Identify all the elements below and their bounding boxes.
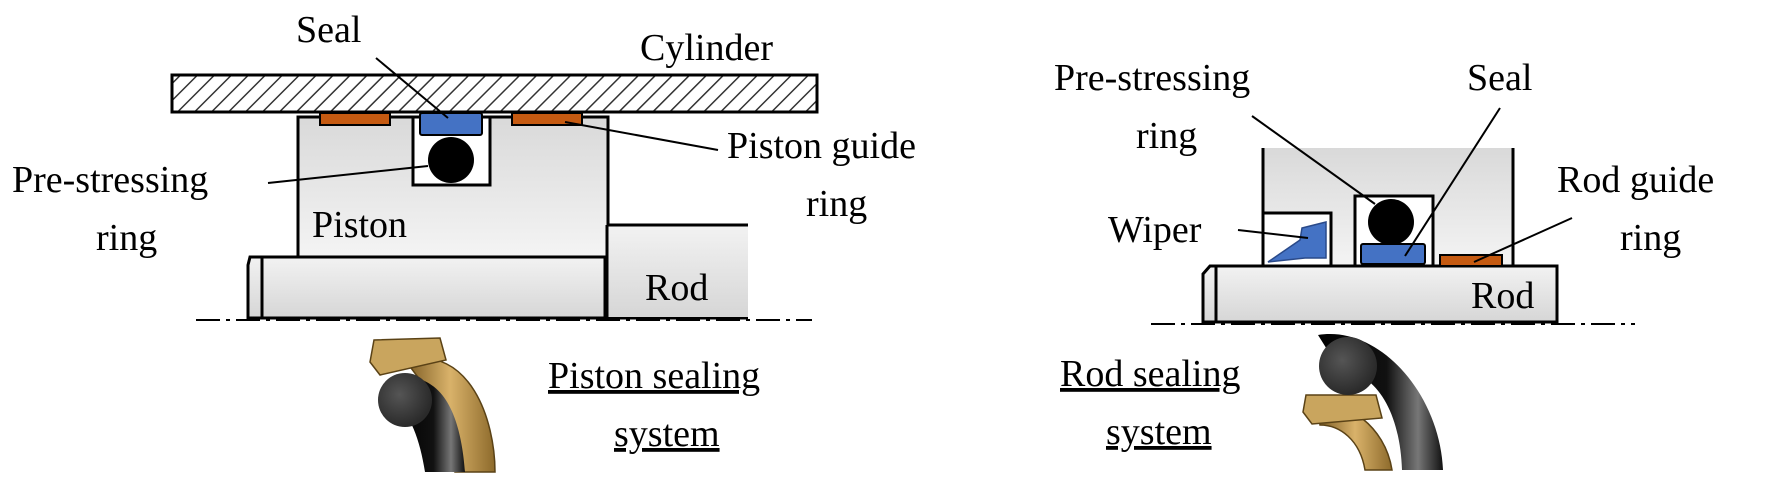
caption-rod-line2: system [1106,411,1212,453]
cylinder-wall [170,73,819,114]
label-piston-guide-line2: ring [806,183,867,225]
piston-guide-ring-left [319,112,391,126]
caption-rod-line1: Rod sealing [1060,353,1240,395]
label-prestressing-line1: Pre-stressing [12,159,208,201]
label-rod-guide-line2: ring [1620,217,1681,259]
rod-wiper [1267,221,1327,263]
leader-prestress [267,165,429,184]
piston-seal-3d-illustration [369,337,496,473]
leader-rod-guide [1473,217,1573,263]
rod-seal [1360,243,1426,265]
label-rod-prestressing-line1: Pre-stressing [1054,57,1250,99]
piston-guide-ring-right [511,112,583,126]
leader-rod-prestress [1251,115,1376,205]
label-rod: Rod [645,267,708,309]
label-rod-guide-line1: Rod guide [1557,159,1714,201]
label-rod-prestressing-line2: ring [1136,115,1197,157]
rod-sealing-system: Pre-stressing ring Seal Rod guide ring W… [1054,57,1714,471]
caption-piston-line2: system [614,413,720,455]
caption-piston-line1: Piston sealing [548,355,760,397]
label-prestressing-line2: ring [96,217,157,259]
label-rod-seal: Seal [1467,57,1532,99]
label-cylinder: Cylinder [640,27,773,69]
rod-guide-ring [1439,254,1503,267]
leader-guide [564,121,719,151]
label-piston-guide-line1: Piston guide [727,125,916,167]
label-wiper: Wiper [1108,209,1202,251]
rod-prestressing-ring [1368,199,1414,245]
label-piston: Piston [312,204,407,246]
piston-prestressing-ring [428,137,474,183]
leader-rod-seal [1404,107,1501,257]
rod-seal-3d-illustration [1302,334,1443,471]
label-rod-in-rod-system: Rod [1471,275,1534,317]
piston-rod-shaft [246,255,607,320]
leader-seal [375,57,449,119]
leader-wiper [1237,229,1309,239]
piston-seal [419,112,483,136]
piston-sealing-system: Seal Cylinder Pre-stressing ring Piston … [12,9,916,473]
label-seal: Seal [296,9,361,51]
